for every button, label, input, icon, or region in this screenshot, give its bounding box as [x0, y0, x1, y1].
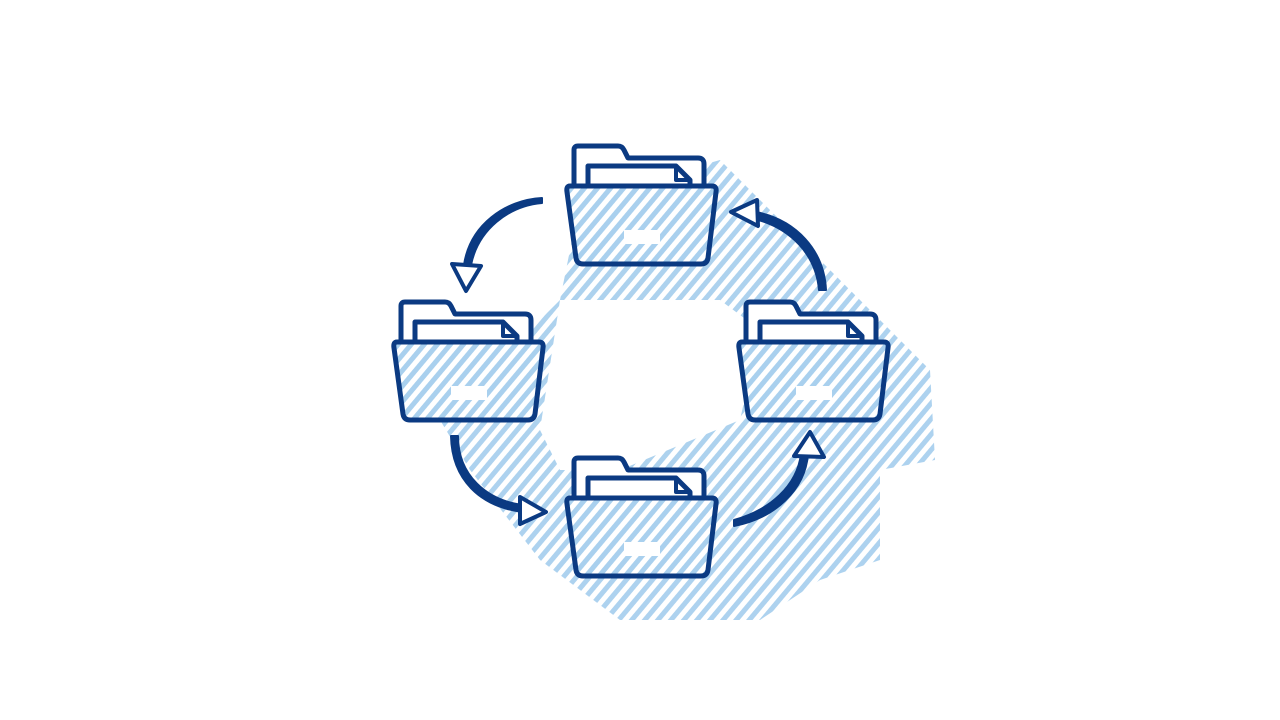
arrow-top-to-left	[450, 197, 543, 293]
arrow-left-to-bottom	[450, 435, 548, 526]
arrow-right-to-top	[729, 198, 827, 291]
folder-top	[567, 146, 716, 264]
folder-bottom	[567, 458, 716, 576]
shadow-hatch	[440, 160, 935, 620]
folder-right	[739, 302, 888, 420]
folder-left	[394, 302, 543, 420]
arrow-bottom-to-right	[733, 430, 826, 527]
